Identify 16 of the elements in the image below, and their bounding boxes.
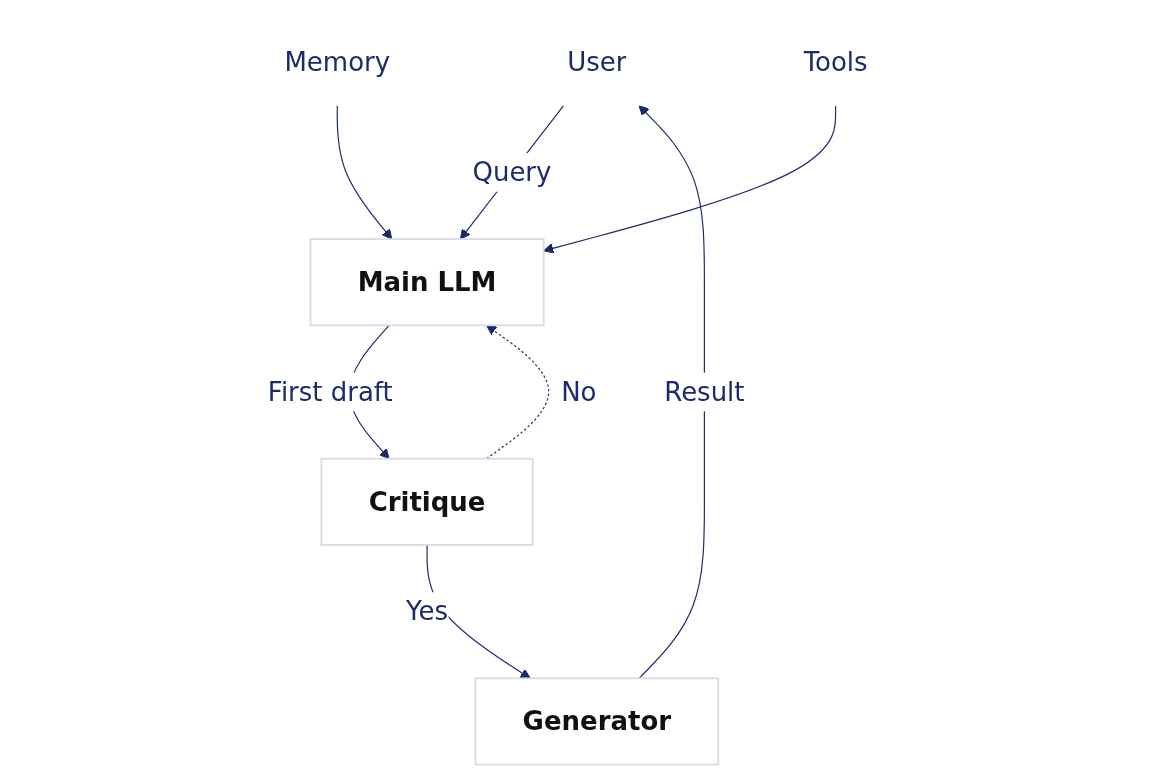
edge-label: Result	[664, 377, 745, 407]
arrow	[638, 105, 705, 679]
edge-label: No	[561, 377, 597, 407]
node-text: Tools	[803, 47, 868, 78]
edge-label: First draft	[267, 377, 393, 407]
arrow	[459, 105, 565, 240]
node-text: Memory	[284, 47, 391, 78]
edge-label: Yes	[406, 596, 449, 627]
node-box: Generator	[474, 677, 720, 766]
arrow	[336, 105, 393, 240]
edge-label: Query	[472, 157, 552, 188]
arrow	[486, 324, 550, 460]
node-box: Critique	[320, 457, 534, 546]
node-box: Main LLM	[309, 238, 545, 327]
node-text: User	[567, 47, 627, 78]
arrow	[543, 105, 837, 254]
